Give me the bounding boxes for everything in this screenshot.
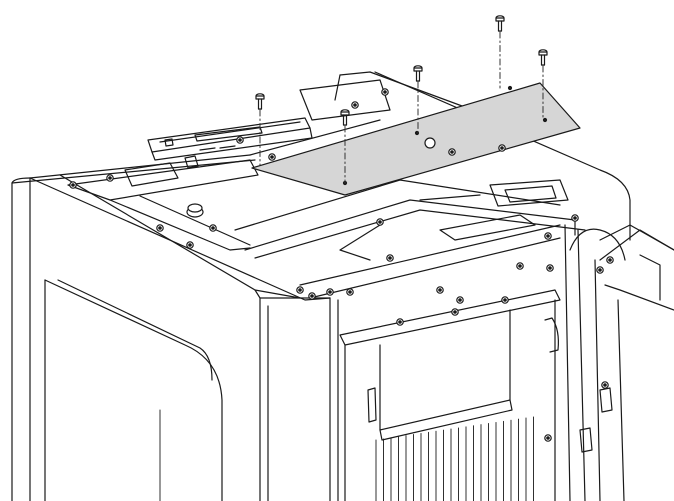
bolt [396, 318, 404, 326]
bolt [346, 288, 354, 296]
screw [340, 109, 350, 126]
top-cover-panel [251, 82, 581, 196]
bolt [436, 286, 444, 294]
bolt [236, 136, 244, 144]
bolt [451, 308, 459, 316]
bolt [69, 181, 77, 189]
screw [255, 93, 265, 110]
bolt [376, 218, 384, 226]
bolt [308, 292, 316, 300]
bolt [326, 288, 334, 296]
bolt [601, 381, 609, 389]
bolt [544, 434, 552, 442]
bolt [156, 224, 164, 232]
screw [495, 15, 505, 32]
bolt [268, 153, 276, 161]
bolt [186, 241, 194, 249]
deck-knob-top [187, 203, 203, 213]
side-panel-window [44, 279, 223, 501]
bolt [106, 174, 114, 182]
deck-bolts [69, 88, 614, 442]
bolt [209, 224, 217, 232]
bolt [606, 256, 614, 264]
bolt [386, 254, 394, 262]
heatsink-fins [339, 289, 561, 501]
bolt [546, 264, 554, 272]
bolt [498, 144, 506, 152]
mounting-screws [255, 15, 548, 126]
bolt [544, 232, 552, 240]
bolt [381, 88, 389, 96]
bolt [516, 262, 524, 270]
screw [413, 65, 423, 82]
bolt [596, 266, 604, 274]
front-door-open [564, 224, 674, 501]
screw [538, 49, 548, 66]
bolt [351, 101, 359, 109]
bolt [571, 214, 579, 222]
bolt [456, 296, 464, 304]
bolt [296, 286, 304, 294]
bolt [501, 296, 509, 304]
bolt [448, 148, 456, 156]
control-display-module [147, 117, 313, 169]
top-deck-recess [67, 79, 586, 299]
